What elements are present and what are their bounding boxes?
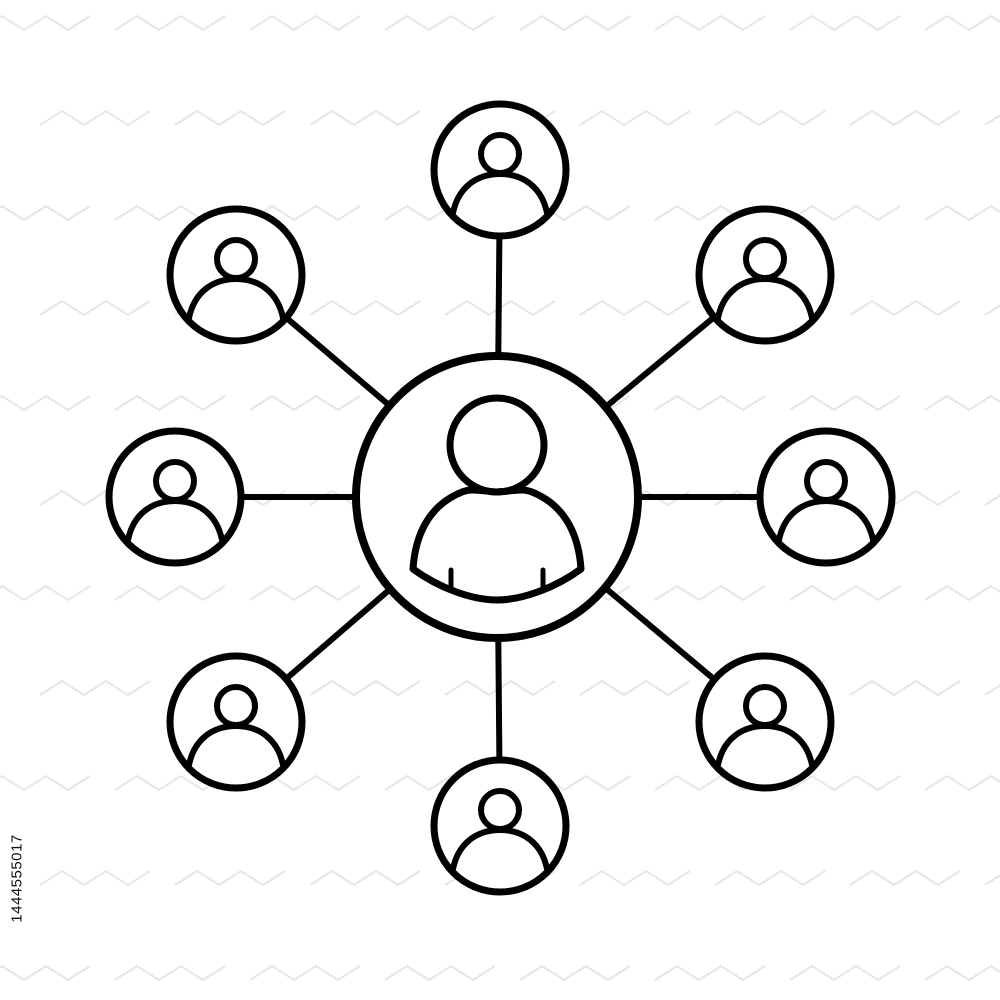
stock-id-text: 1444555017: [8, 833, 26, 923]
satellite-node-3: [756, 427, 896, 567]
connector-lines: [239, 233, 762, 763]
satellite-node-6: [166, 652, 306, 792]
watermark-mark: [39, 869, 151, 887]
watermark-mark: [519, 964, 631, 982]
watermark-mark: [174, 109, 286, 127]
watermark-mark: [0, 394, 91, 412]
watermark-mark: [114, 394, 226, 412]
watermark-mark: [849, 679, 961, 697]
watermark-mark: [984, 494, 1000, 506]
watermark-mark: [789, 774, 901, 792]
hub-node: [352, 352, 642, 642]
watermark-mark: [714, 109, 826, 127]
person-shoulders: [186, 722, 286, 768]
connector-line-4: [601, 584, 718, 684]
watermark-mark: [39, 109, 151, 127]
watermark-mark: [384, 14, 496, 32]
person-shoulders: [715, 275, 815, 321]
person-shoulders: [450, 170, 550, 216]
connector-line-8: [282, 314, 394, 410]
watermark-mark: [714, 869, 826, 887]
watermark-mark: [789, 584, 901, 602]
satellite-node-2: [695, 205, 835, 345]
watermark-mark: [789, 964, 901, 982]
watermark-mark: [114, 584, 226, 602]
watermark-mark: [924, 14, 1000, 32]
watermark-mark: [789, 394, 901, 412]
watermark-mark: [579, 869, 691, 887]
watermark-mark: [579, 109, 691, 127]
stock-id-label: 1444555017: [6, 758, 28, 998]
watermark-mark: [0, 964, 91, 982]
person-shoulders: [450, 826, 550, 872]
person-shoulders: [186, 275, 286, 321]
watermark-mark: [309, 869, 421, 887]
watermark-mark: [0, 14, 91, 32]
watermark-mark: [984, 684, 1000, 696]
watermark-mark: [849, 869, 961, 887]
watermark-mark: [849, 299, 961, 317]
person-shoulders: [776, 497, 876, 543]
person-icon: [450, 788, 550, 872]
watermark-mark: [519, 14, 631, 32]
watermark-mark: [0, 774, 91, 792]
connector-line-1: [495, 233, 503, 359]
connector-line-5: [495, 635, 503, 763]
watermark-mark: [654, 584, 766, 602]
watermark-mark: [114, 964, 226, 982]
watermark-mark: [579, 299, 691, 317]
hub-person-icon: [409, 394, 585, 604]
person-shoulders: [715, 722, 815, 768]
watermark-mark: [174, 869, 286, 887]
person-icon: [125, 459, 225, 543]
watermark-mark: [924, 964, 1000, 982]
watermark-mark: [924, 394, 1000, 412]
watermark-mark: [309, 299, 421, 317]
watermark-mark: [789, 14, 901, 32]
watermark-mark: [114, 14, 226, 32]
connector-line-6: [282, 585, 394, 683]
watermark-mark: [249, 14, 361, 32]
watermark-mark: [0, 204, 91, 222]
watermark-mark: [39, 299, 151, 317]
watermark-mark: [249, 964, 361, 982]
person-icon: [450, 132, 550, 216]
watermark-mark: [924, 774, 1000, 792]
watermark-mark: [789, 204, 901, 222]
satellite-node-5: [430, 756, 570, 896]
watermark-mark: [579, 679, 691, 697]
watermark-mark: [0, 584, 91, 602]
watermark-mark: [249, 204, 361, 222]
watermark-mark: [654, 14, 766, 32]
watermark-mark: [249, 394, 361, 412]
watermark-mark: [924, 584, 1000, 602]
connector-line-2: [602, 313, 718, 411]
watermark-mark: [249, 584, 361, 602]
watermark-mark: [309, 109, 421, 127]
watermark-mark: [924, 204, 1000, 222]
satellite-node-8: [166, 205, 306, 345]
watermark-mark: [39, 679, 151, 697]
watermark-mark: [114, 774, 226, 792]
person-icon: [715, 684, 815, 768]
watermark-mark: [984, 114, 1000, 126]
person-shoulders: [125, 497, 225, 543]
satellite-node-1: [430, 100, 570, 240]
watermark-mark: [984, 874, 1000, 886]
satellite-node-7: [105, 427, 245, 567]
watermark-mark: [984, 304, 1000, 316]
satellite-node-4: [695, 652, 835, 792]
person-icon: [186, 684, 286, 768]
person-icon: [776, 459, 876, 543]
person-icon: [715, 237, 815, 321]
person-icon: [186, 237, 286, 321]
watermark-mark: [654, 394, 766, 412]
watermark-mark: [849, 109, 961, 127]
watermark-mark: [654, 964, 766, 982]
satellite-nodes: [105, 100, 896, 896]
watermark-mark: [384, 964, 496, 982]
watermark-mark: [309, 679, 421, 697]
